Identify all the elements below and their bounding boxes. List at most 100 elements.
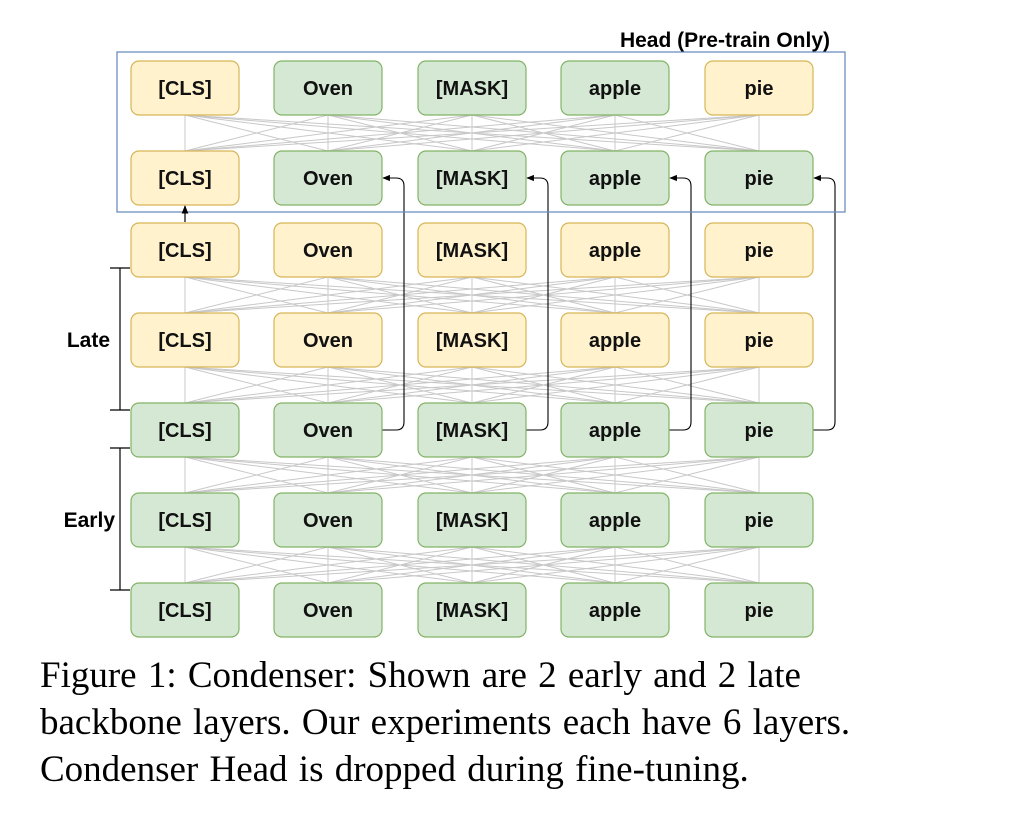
- token-node-early-middle-2: [MASK]: [417, 492, 527, 548]
- skip-arrow-2: [526, 174, 549, 431]
- token-node-input-0: [CLS]: [130, 582, 240, 638]
- token-node-late-output-4: pie: [704, 222, 814, 278]
- token-node-head-top-4: pie: [704, 60, 814, 116]
- attention-line: [184, 546, 616, 584]
- attention-line: [184, 114, 616, 152]
- token-node-early-output-0: [CLS]: [130, 402, 240, 458]
- token-node-early-output-1: Oven: [273, 402, 383, 458]
- token-label: Oven: [303, 330, 353, 352]
- token-node-early-output-3: apple: [560, 402, 670, 458]
- token-node-early-middle-4: pie: [704, 492, 814, 548]
- skip-arrow-1: [382, 174, 405, 431]
- token-node-late-middle-2: [MASK]: [417, 312, 527, 368]
- token-label: [MASK]: [436, 168, 508, 190]
- token-node-early-middle-0: [CLS]: [130, 492, 240, 548]
- token-node-late-output-1: Oven: [273, 222, 383, 278]
- token-label: [MASK]: [436, 420, 508, 442]
- token-node-input-1: Oven: [273, 582, 383, 638]
- token-label: pie: [745, 168, 774, 190]
- token-label: pie: [745, 510, 774, 532]
- token-node-head-bottom-2: [MASK]: [417, 150, 527, 206]
- token-node-early-middle-1: Oven: [273, 492, 383, 548]
- skip-arrow-3: [669, 174, 692, 431]
- token-label: [MASK]: [436, 510, 508, 532]
- token-node-head-bottom-0: [CLS]: [130, 150, 240, 206]
- token-label: pie: [745, 78, 774, 100]
- attention-line: [471, 546, 760, 584]
- token-node-input-4: pie: [704, 582, 814, 638]
- token-nodes: [CLS] Oven [MASK] apple pie [CLS] Oven [MASK] ap…: [130, 60, 814, 638]
- attention-connections: [184, 114, 760, 584]
- token-label: [CLS]: [158, 240, 211, 262]
- token-label: [CLS]: [158, 168, 211, 190]
- attention-line: [614, 366, 760, 404]
- attention-line: [614, 456, 760, 494]
- token-label: [MASK]: [436, 600, 508, 622]
- token-label: [MASK]: [436, 330, 508, 352]
- attention-line: [327, 456, 760, 494]
- attention-line: [184, 114, 473, 152]
- token-node-late-output-2: [MASK]: [417, 222, 527, 278]
- token-label: [CLS]: [158, 330, 211, 352]
- attention-line: [184, 546, 473, 584]
- token-label: [MASK]: [436, 240, 508, 262]
- attention-line: [327, 546, 760, 584]
- token-label: apple: [589, 78, 641, 100]
- token-node-late-middle-3: apple: [560, 312, 670, 368]
- attention-line: [471, 276, 760, 314]
- token-node-late-output-3: apple: [560, 222, 670, 278]
- token-node-head-top-1: Oven: [273, 60, 383, 116]
- attention-line: [184, 366, 616, 404]
- attention-line: [327, 366, 760, 404]
- token-node-head-top-2: [MASK]: [417, 60, 527, 116]
- token-label: Oven: [303, 168, 353, 190]
- early-bracket: [110, 447, 130, 591]
- caption-line-3: Condenser Head is dropped during fine-tu…: [40, 749, 749, 790]
- token-node-head-bottom-3: apple: [560, 150, 670, 206]
- caption-line-1: Figure 1: Condenser: Shown are 2 early a…: [40, 655, 801, 696]
- attention-line: [184, 366, 329, 404]
- token-node-head-bottom-4: pie: [704, 150, 814, 206]
- attention-line: [471, 114, 760, 152]
- skip-connections: [382, 174, 836, 431]
- skip-arrow-4: [813, 174, 836, 431]
- token-node-late-middle-4: pie: [704, 312, 814, 368]
- attention-line: [471, 456, 760, 494]
- attention-line: [184, 456, 473, 494]
- attention-line: [184, 456, 329, 494]
- token-label: apple: [589, 420, 641, 442]
- token-label: pie: [745, 330, 774, 352]
- token-node-early-middle-3: apple: [560, 492, 670, 548]
- attention-line: [614, 546, 760, 584]
- token-node-late-middle-0: [CLS]: [130, 312, 240, 368]
- token-label: apple: [589, 168, 641, 190]
- attention-line: [327, 276, 760, 314]
- attention-line: [184, 456, 760, 494]
- token-node-head-top-0: [CLS]: [130, 60, 240, 116]
- token-label: [MASK]: [436, 78, 508, 100]
- attention-line: [184, 456, 616, 494]
- attention-line: [471, 366, 760, 404]
- attention-line: [184, 276, 616, 314]
- token-label: pie: [745, 240, 774, 262]
- attention-line: [184, 276, 760, 314]
- token-label: apple: [589, 240, 641, 262]
- token-node-input-2: [MASK]: [417, 582, 527, 638]
- late-label: Late: [67, 329, 110, 352]
- attention-line: [327, 114, 760, 152]
- attention-line: [184, 114, 760, 152]
- token-node-early-output-2: [MASK]: [417, 402, 527, 458]
- attention-line: [184, 276, 329, 314]
- attention-line: [614, 114, 760, 152]
- token-label: [CLS]: [158, 78, 211, 100]
- token-node-head-bottom-1: Oven: [273, 150, 383, 206]
- token-label: Oven: [303, 510, 353, 532]
- token-node-input-3: apple: [560, 582, 670, 638]
- token-node-late-output-0: [CLS]: [130, 222, 240, 278]
- caption-line-2: backbone layers. Our experiments each ha…: [40, 702, 851, 743]
- token-label: apple: [589, 600, 641, 622]
- attention-line: [184, 366, 473, 404]
- token-label: apple: [589, 510, 641, 532]
- attention-line: [184, 114, 329, 152]
- token-label: pie: [745, 420, 774, 442]
